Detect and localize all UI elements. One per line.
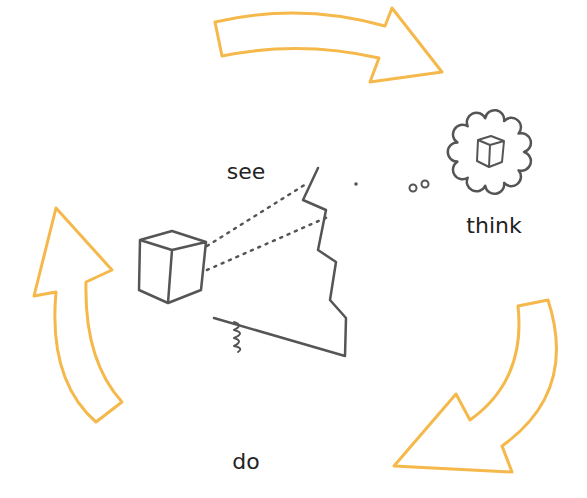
arrow-think-do [394,300,556,472]
thought-bubble [410,185,417,192]
cycle-label: think [466,214,521,238]
cycle-label: see [227,160,266,184]
cycle-arrows [34,8,556,472]
arrow-see-think [215,8,442,82]
dot [354,182,358,186]
viewer-outline [214,168,346,356]
thought-cloud [448,110,531,194]
cube [139,231,206,303]
thought-bubble [422,181,429,188]
sight-lines [207,184,330,270]
cycle-label: do [232,450,259,474]
thought-cube [477,136,504,167]
hand [234,322,240,352]
arrow-do-see [34,208,122,422]
